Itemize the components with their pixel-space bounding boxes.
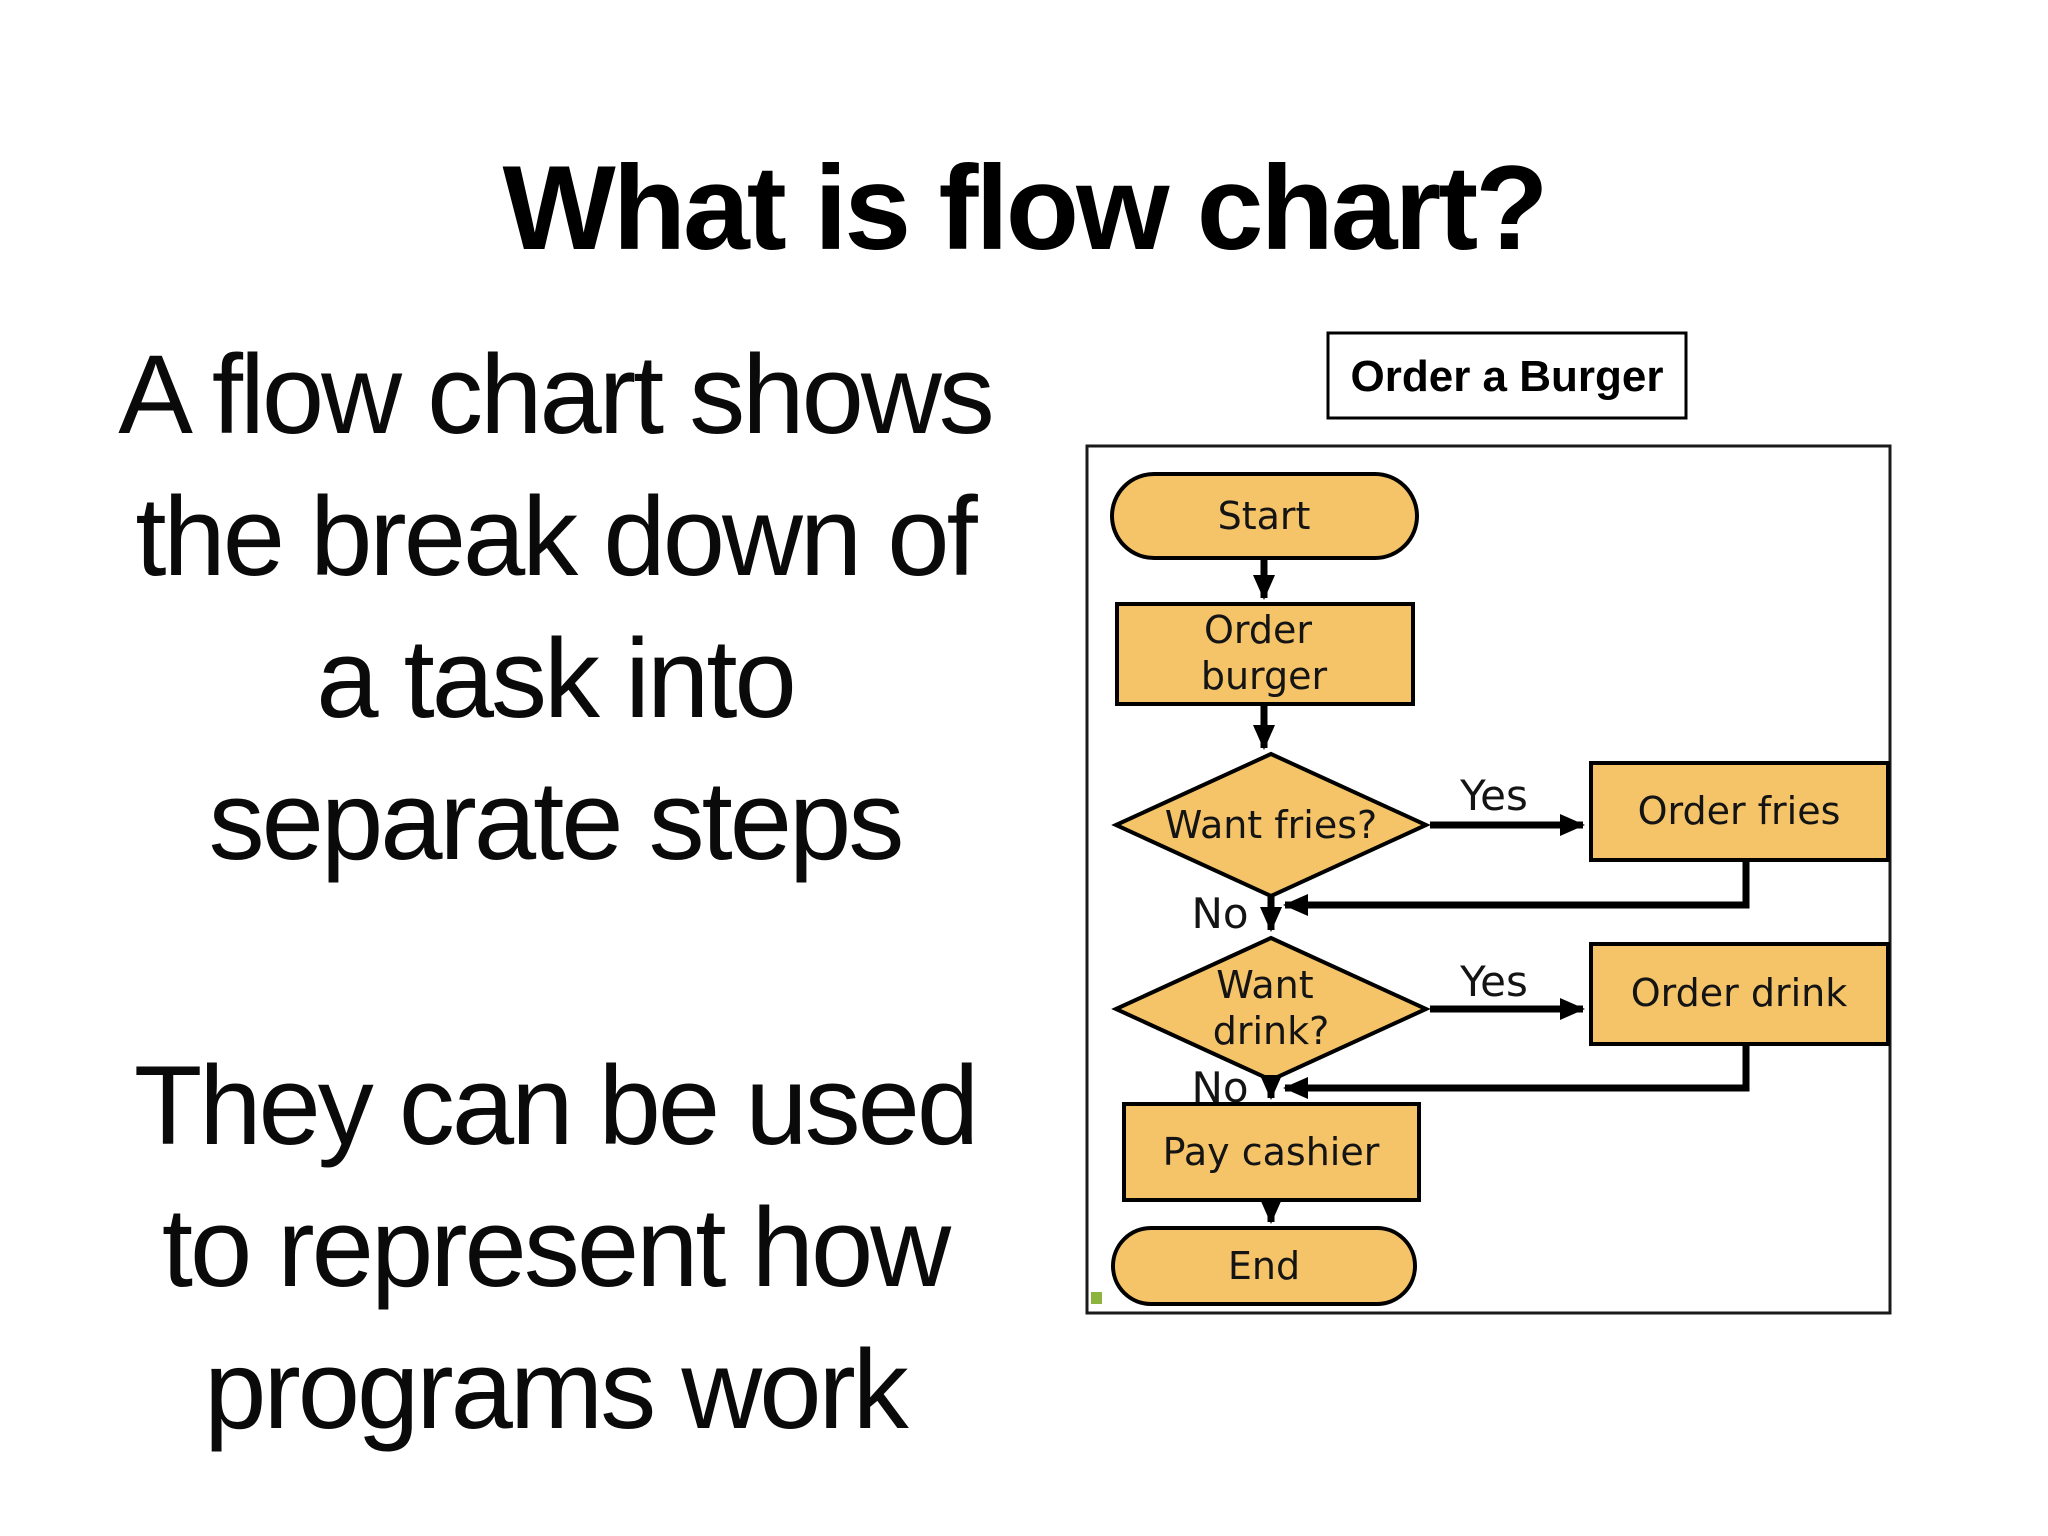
flow-node-order-drink — [1589, 942, 1890, 1046]
caption-label: Order a Burger — [1351, 352, 1664, 401]
edge-label-yes-2: Yes — [1459, 957, 1528, 1006]
flow-node-end-label: End — [1228, 1244, 1300, 1288]
flow-node-want-drink-label: Want drink? — [1213, 963, 1330, 1053]
edge-label-no-1: No — [1191, 889, 1248, 938]
caption-box — [1326, 331, 1688, 420]
flowchart: Order a Burger Start Order burger Want f… — [1060, 320, 1920, 1330]
body-paragraph-2: They can be used to represent how progra… — [40, 1035, 1070, 1461]
body-line: the break down of — [135, 474, 977, 599]
body-paragraph-1: A flow chart shows the break down of a t… — [40, 324, 1070, 892]
want-drink-line1: Want — [1216, 963, 1313, 1007]
flow-node-want-fries — [1111, 751, 1431, 899]
body-line: A flow chart shows — [118, 332, 995, 457]
flow-node-pay-cashier-label: Pay cashier — [1163, 1130, 1380, 1174]
body-line: They can be used — [133, 1043, 979, 1168]
page-title: What is flow chart? — [502, 141, 1548, 275]
return-arrow-order-drink — [1283, 1042, 1750, 1099]
flow-node-end — [1111, 1226, 1417, 1306]
flow-node-order-burger-label: Order burger — [1201, 608, 1328, 698]
flow-node-want-drink — [1111, 935, 1431, 1083]
flowchart-canvas: Order a Burger Start Order burger Want f… — [1085, 331, 1892, 1315]
flow-node-order-drink-label: Order drink — [1631, 971, 1847, 1015]
flowchart-frame — [1085, 444, 1892, 1315]
green-artifact — [1091, 1292, 1102, 1304]
body-line: a task into — [316, 616, 797, 741]
edge-label-yes-1: Yes — [1459, 771, 1528, 820]
flow-node-want-fries-label: Want fries? — [1165, 803, 1377, 847]
order-burger-line1: Order — [1204, 608, 1312, 652]
flow-node-start-label: Start — [1218, 494, 1311, 538]
return-arrow-order-fries — [1283, 858, 1750, 916]
body-line: programs work — [204, 1327, 909, 1452]
order-burger-line2: burger — [1201, 654, 1328, 698]
body-line: separate steps — [208, 758, 905, 883]
want-drink-line2: drink? — [1213, 1009, 1330, 1053]
flow-node-order-fries — [1589, 761, 1890, 862]
body-line: to represent how — [161, 1185, 951, 1310]
flow-node-order-fries-label: Order fries — [1638, 789, 1841, 833]
